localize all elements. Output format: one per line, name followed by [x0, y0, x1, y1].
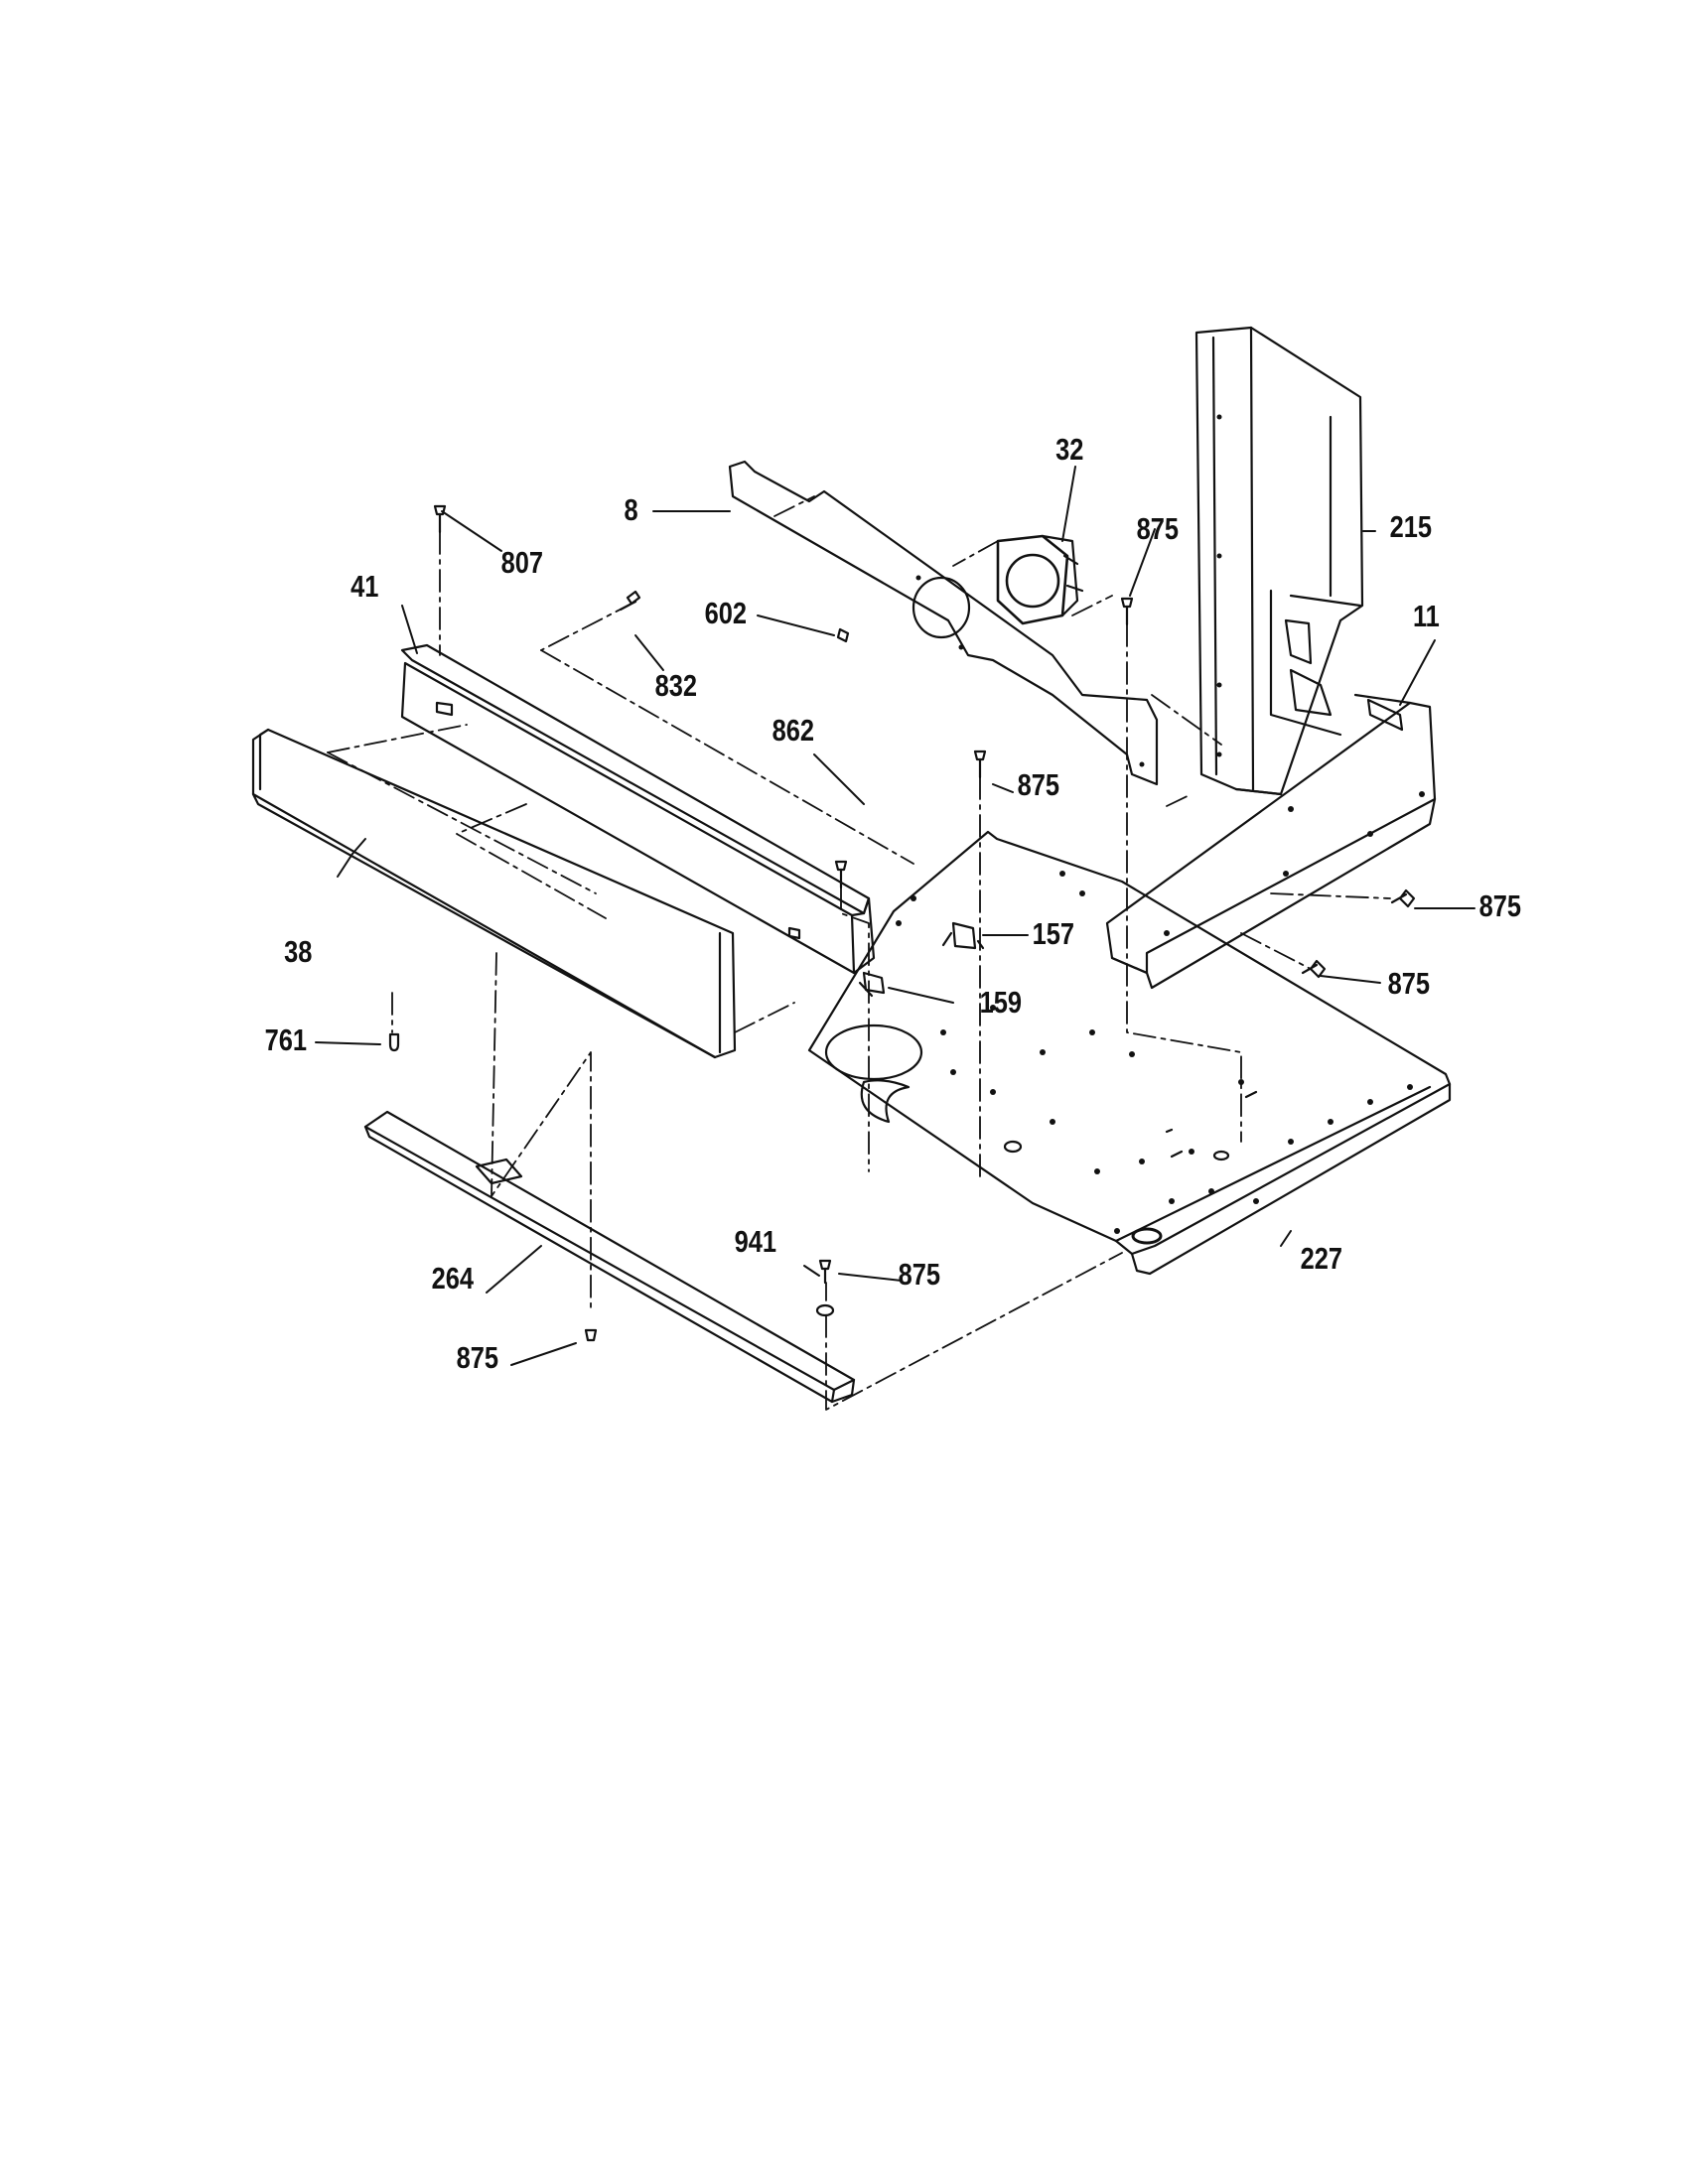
- callout-875-right-1: 875: [1478, 888, 1522, 923]
- right-panel-11: [1105, 693, 1437, 990]
- fan-assembly-32: [996, 534, 1084, 625]
- callout-38: 38: [284, 934, 313, 969]
- callout-227: 227: [1300, 1241, 1343, 1276]
- callout-832: 832: [654, 668, 698, 703]
- bottom-trim-264: [363, 1110, 856, 1404]
- callout-264: 264: [431, 1261, 475, 1296]
- vertical-duct-215: [1194, 326, 1364, 796]
- sensor-159: [858, 971, 886, 998]
- callout-875-right-2: 875: [1387, 966, 1431, 1001]
- callout-807: 807: [500, 545, 544, 580]
- leader-lines: [315, 466, 1475, 1366]
- base-panel-227: [807, 830, 1452, 1276]
- callout-875-bottom-left: 875: [456, 1340, 499, 1375]
- callout-875-top: 875: [1136, 511, 1180, 546]
- callout-875-bottom-mid: 875: [898, 1257, 941, 1292]
- callout-941: 941: [734, 1224, 777, 1259]
- callout-32: 32: [1055, 432, 1084, 467]
- front-bracket-41: [400, 643, 876, 975]
- callout-761: 761: [264, 1023, 308, 1057]
- back-panel-8: [728, 460, 1159, 786]
- callout-159: 159: [979, 985, 1023, 1020]
- callout-215: 215: [1389, 509, 1433, 544]
- callout-8: 8: [624, 492, 638, 527]
- callout-875-mid: 875: [1017, 767, 1060, 802]
- callout-11: 11: [1412, 599, 1440, 633]
- sensor-157: [941, 921, 985, 950]
- callout-41: 41: [351, 569, 379, 604]
- screws: [388, 504, 1416, 1342]
- assembly-lines: [327, 495, 1391, 1411]
- callout-862: 862: [772, 713, 815, 748]
- callout-157: 157: [1032, 916, 1075, 951]
- control-panel-38: [251, 728, 737, 1059]
- callout-602: 602: [704, 596, 748, 630]
